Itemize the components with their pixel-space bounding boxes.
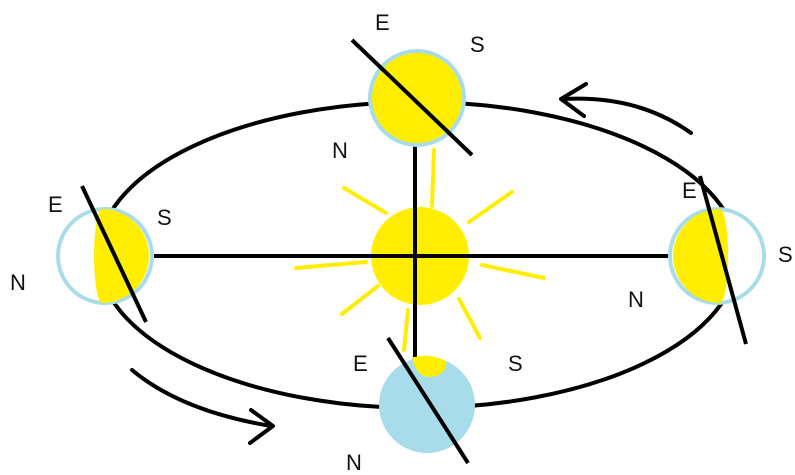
label-north: N (628, 287, 644, 312)
label-south: S (778, 242, 793, 267)
label-east: E (353, 351, 368, 376)
earth-icon (370, 51, 464, 145)
curved-arrow-icon (561, 84, 691, 133)
label-south: S (470, 32, 485, 57)
label-south: S (508, 351, 523, 376)
label-north: N (10, 270, 26, 295)
label-east: E (682, 178, 697, 203)
label-south: S (157, 205, 172, 230)
label-east: E (48, 192, 63, 217)
label-north: N (346, 450, 362, 475)
curved-arrow-icon (132, 370, 273, 443)
earth-top: E S N (332, 10, 485, 163)
label-east: E (375, 10, 390, 35)
label-north: N (332, 138, 348, 163)
earth-left: E S N (10, 186, 172, 322)
